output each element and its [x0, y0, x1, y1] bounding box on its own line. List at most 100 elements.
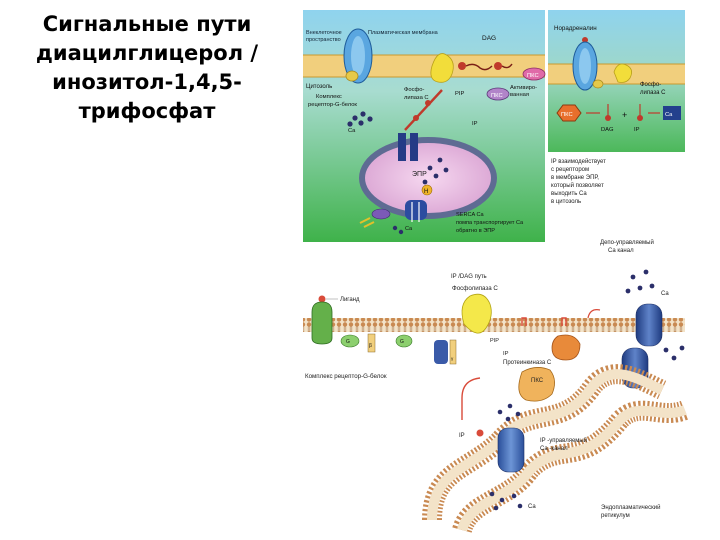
ca-influx-cluster: [625, 269, 685, 361]
active-pkc-label: ПКС: [491, 93, 503, 99]
ca-b-label: Ca: [665, 112, 673, 118]
receptor-label-2: рецептор-G-белок: [308, 102, 357, 108]
pkc-er-icon: [371, 208, 391, 220]
ip3-channel-label-2: Ca -канал: [540, 446, 568, 452]
plc-enzyme-icon: [430, 53, 454, 83]
pip2-label: PIP: [455, 91, 464, 97]
g-beta-label: β: [369, 343, 372, 349]
ip3-arrow: [461, 377, 481, 420]
cytosol-label: Цитозоль: [306, 84, 332, 90]
dag-label: DAG: [482, 35, 496, 42]
ip3-note: IP взаимодействует с рецептором в мембра…: [551, 158, 606, 205]
slide-title: Сигнальные пути диацилглицерол / инозито…: [22, 10, 272, 126]
dag-c-marker: [521, 317, 527, 326]
pkc-c-label: Протеинкиназа C: [503, 360, 552, 366]
pkc-icon: [522, 67, 546, 81]
er-c-label-1: Эндоплазматический: [601, 504, 660, 511]
plc-label-2: липаза C: [404, 95, 429, 101]
er-compartment: [359, 137, 497, 219]
active-pkc-text-2: ванная: [510, 92, 529, 98]
g-alpha-2-label: G: [400, 339, 404, 345]
h-ion-icon: [421, 184, 433, 196]
dag-molecule-icon: [458, 62, 513, 71]
er-label: ЭПР: [412, 171, 427, 178]
store-channel-label-2: Ca канал: [608, 248, 634, 254]
ligand-label: Лиганд: [340, 297, 360, 303]
g-alpha-gtp-icon: [434, 340, 448, 364]
atp-icon: [359, 217, 375, 228]
ca-label: Ca: [348, 128, 356, 134]
ip3-c-label: IP: [503, 351, 509, 357]
gdp-label: γ: [451, 356, 454, 361]
panel-c: Депо-управляемый Ca канал Лиганд G β G К…: [303, 239, 689, 534]
active-pkc-text-1: Активиро-: [510, 85, 537, 91]
ca-return-cluster: [392, 225, 404, 235]
note-line-1: IP взаимодействует: [551, 158, 606, 165]
receptor-c-label: Комплекс рецептор-G-белок: [305, 373, 387, 380]
pkc-inactive-icon: [518, 367, 555, 402]
plc-c-label: Фосфолипаза C: [452, 285, 498, 292]
pkc-b-icon: [556, 104, 582, 122]
ligand-c-icon: [318, 295, 326, 303]
note-line-4: который позволяет: [551, 182, 604, 189]
er-ca-cluster: [422, 157, 449, 185]
note-line-6: в цитозоль: [551, 199, 581, 205]
plasma-membrane-c: [303, 318, 685, 332]
ip3-channel-label-1: IP -управляемый: [540, 437, 587, 444]
title-line-4: трифосфат: [78, 99, 216, 123]
title-line-1: Сигнальные пути: [42, 12, 252, 36]
g-alpha-icon: [340, 334, 360, 348]
active-pkc-icon: [486, 87, 510, 101]
ip3r-channel-icon: [497, 427, 525, 473]
note-line-3: в мембране ЭПР,: [551, 175, 599, 181]
extracellular-label-1: Внеклеточное: [306, 30, 342, 36]
ip3-c-label-2: IP: [459, 433, 465, 439]
serca-label-3: обратно в ЭПР: [456, 228, 495, 234]
ca-c-label-er: Ca: [528, 504, 536, 510]
title-line-2: диацилглицерол /: [35, 41, 259, 65]
store-channel-label-1: Депо-управляемый: [600, 239, 654, 246]
ca-label-serca: Ca: [405, 226, 413, 232]
plus-sign: +: [622, 110, 627, 120]
panel-b: Норадреналин Фосфо- липаза C ПКС DAG + I…: [548, 10, 685, 152]
ip3-diffusion-line: [404, 89, 443, 131]
g-protein-icon: [345, 70, 359, 82]
h-label: H: [424, 189, 428, 195]
ca-c-label-top: Ca: [661, 291, 669, 297]
membrane-label: Плазматическая мембрана: [368, 30, 439, 36]
ip3-molecule-icon: [476, 429, 484, 437]
pathway-label: IP /DAG путь: [451, 274, 487, 280]
g-beta-icon: [367, 333, 376, 353]
serca-label-1: SERCA Ca: [456, 212, 485, 218]
plasma-membrane: [303, 55, 545, 77]
store-operated-channel-icon: [635, 303, 663, 347]
plc-c-icon: [461, 293, 492, 334]
gpcr-icon: [311, 301, 333, 345]
ca-box-icon: [663, 106, 681, 120]
ip3-label: IP: [472, 121, 478, 127]
plc-b-label-1: Фосфо-: [640, 82, 661, 88]
panel-a: Внеклеточное пространство Плазматическая…: [303, 10, 546, 242]
plc-b-icon: [613, 63, 632, 83]
pip2-c-label: PIP: [490, 338, 499, 344]
title-line-3: инозитол-1,4,5-: [52, 70, 242, 94]
ip3-b-label: IP: [634, 127, 640, 133]
serca-pump-icon: [405, 200, 427, 220]
g-alpha-label: G: [346, 339, 350, 345]
ca-ion-cluster: [347, 111, 373, 127]
noradrenaline-label: Норадреналин: [554, 25, 597, 32]
receptor-label-1: Комплекс: [316, 94, 342, 100]
pkc-active-icon: [551, 334, 581, 361]
pkc-label: ПКС: [527, 73, 539, 79]
pkc-inactive-label: ПКС: [531, 378, 544, 384]
note-line-2: с рецептором: [551, 167, 589, 173]
er-c-label-2: ретикулум: [601, 513, 630, 519]
extracellular-label-2: пространство: [306, 37, 341, 43]
ca-release-cluster: [489, 403, 523, 511]
note-line-5: выходить Ca: [551, 191, 587, 197]
plc-label-1: Фосфо-: [404, 87, 425, 93]
ligand-icon: [582, 37, 588, 43]
pkc-b-label: ПКС: [561, 112, 573, 118]
serca-label-2: помпа транспортирует Ca: [456, 220, 524, 226]
